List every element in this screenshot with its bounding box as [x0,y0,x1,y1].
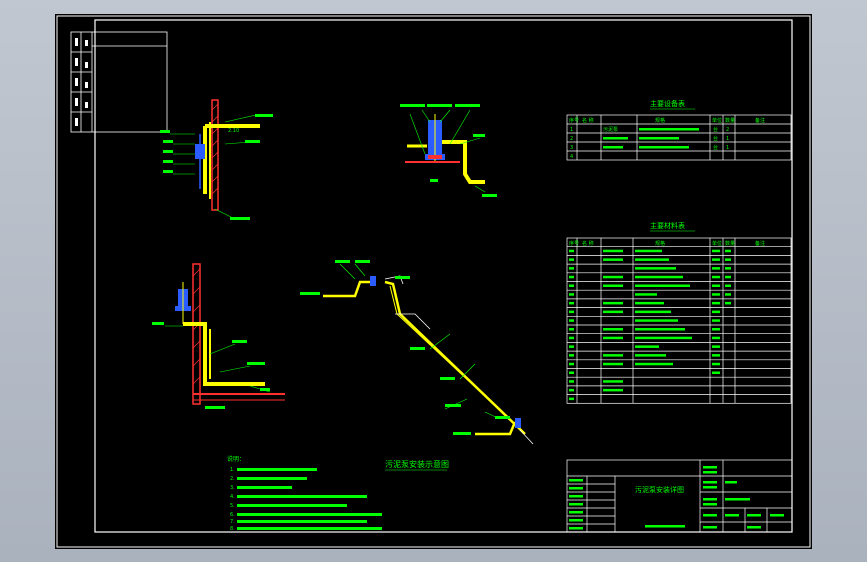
svg-text:2: 2 [726,127,729,133]
equipment-table-title: 主要设备表 [650,99,685,108]
material-row-mark [569,345,574,348]
svg-text:名 称: 名 称 [582,240,594,247]
material-row-mark [569,284,574,287]
svg-text:4.: 4. [230,494,235,500]
title-block: 污泥泵安装详图 [566,459,793,533]
material-row-mark [569,328,574,331]
notes-heading: 说明： [227,455,245,463]
detail-wall-pump-top: 2.10 [160,99,273,220]
material-row-mark [569,301,574,305]
material-row-mark [569,380,574,383]
svg-text:3.: 3. [230,485,235,491]
binding-strip [70,31,168,133]
svg-text:序号: 序号 [569,117,579,124]
svg-text:单位: 单位 [712,240,722,247]
material-row-mark [569,362,574,366]
material-row-mark [569,258,574,261]
svg-text:规格: 规格 [655,117,665,124]
material-row-mark [569,293,574,296]
svg-text:5.: 5. [230,503,235,509]
svg-text:1: 1 [570,127,573,133]
detail-wall-pump-bottom [152,263,285,409]
svg-text:台: 台 [713,126,718,133]
material-row-mark [569,336,574,340]
svg-text:2: 2 [570,136,573,142]
sheet-label: 污泥泵安装示意图 [385,459,449,469]
svg-text:数量: 数量 [725,240,735,247]
detail-submersible-pump [400,104,497,197]
material-row-mark [569,371,574,374]
svg-text:备注: 备注 [755,240,765,247]
detail-diagonal-pipeline: 污泥泵安装示意图 [300,260,534,471]
svg-text:规格: 规格 [655,240,665,247]
material-row-mark [569,319,574,322]
material-row-mark [569,397,574,401]
svg-text:2.10: 2.10 [228,128,239,134]
drawing-canvas: 2.10 [56,15,811,548]
inner-border [94,19,793,533]
material-row-mark [569,310,574,314]
svg-text:备注: 备注 [755,117,765,124]
material-table-title: 主要材料表 [650,221,685,230]
svg-text:污泥泵: 污泥泵 [603,126,618,133]
drawing-sheet[interactable]: 2.10 [55,14,812,549]
svg-text:3: 3 [570,145,573,151]
material-table: 主要材料表 序号 名 称 规格 单位 数量 备注 [566,221,792,404]
svg-text:1: 1 [726,136,729,142]
svg-text:6.: 6. [230,512,235,518]
svg-text:8.: 8. [230,526,235,532]
binding-strip-marks [75,38,88,126]
svg-text:数量: 数量 [725,117,735,124]
svg-text:1.: 1. [230,467,235,473]
svg-text:4: 4 [570,154,573,160]
svg-text:7.: 7. [230,519,235,525]
svg-text:名 称: 名 称 [582,117,594,124]
svg-text:1: 1 [726,145,729,151]
svg-text:序号: 序号 [569,240,579,247]
material-row-mark [569,275,574,279]
outer-border [56,15,811,548]
material-row-mark [569,267,574,270]
svg-text:台: 台 [713,135,718,142]
svg-text:台: 台 [713,144,718,151]
material-row-mark [569,388,574,392]
svg-text:单位: 单位 [712,117,722,124]
equipment-table: 主要设备表 序号 名 称 [566,99,792,161]
material-row-mark [569,249,574,253]
drawing-title: 污泥泵安装详图 [635,485,684,494]
notes-block: 说明： 1. 2. 3. 4. 5. 6. 7. 8. [227,455,382,532]
material-row-mark [569,354,574,357]
svg-text:2.: 2. [230,476,235,482]
